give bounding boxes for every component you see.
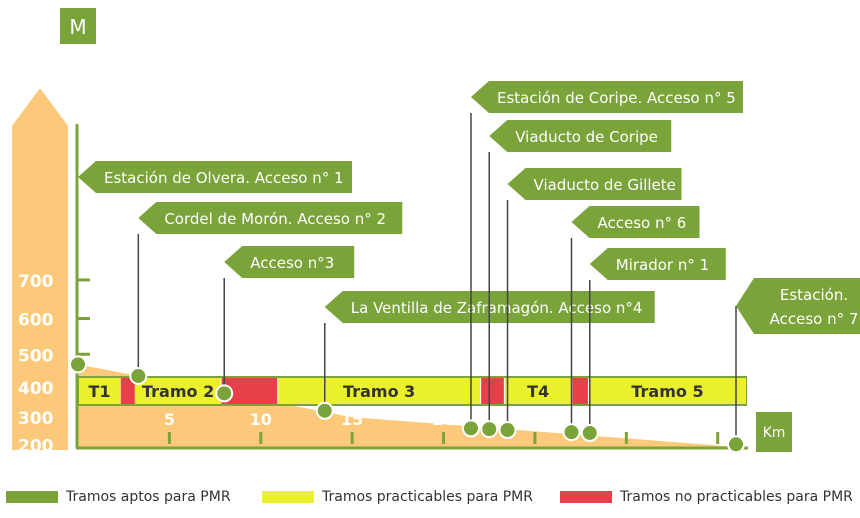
callout-box [571,206,700,238]
callout-label: Cordel de Morón. Acceso n° 2 [164,210,386,228]
segment-practicable [588,378,746,404]
callout: Estación de Olvera. Acceso n° 1 [69,161,352,374]
legend-swatch-practicable [262,491,314,503]
profile-point [461,419,480,438]
callout-box [78,161,352,193]
legend-item-apto: Tramos aptos para PMR [6,489,231,505]
x-axis-title: Km [763,425,786,441]
callout-label-line: Estación. [780,286,848,304]
x-tick-label: 5 [164,410,175,429]
legend-label-no-practicable: Tramos no practicables para PMR [620,489,853,505]
segment-label: Tramo 5 [631,382,703,401]
profile-point [215,384,234,403]
callout-label: Viaducto de Coripe [515,128,658,146]
legend-item-practicable: Tramos practicables para PMR [262,489,533,505]
profile-point [129,366,148,385]
profile-point [498,420,517,439]
segment-practicable [79,378,121,404]
segment-no_practicable [481,378,504,404]
segment-practicable [135,378,221,404]
x-tick-label: 20 [432,410,454,429]
callout-label: Acceso n°3 [250,254,334,272]
segment-practicable [278,378,481,404]
segment-no_practicable [572,378,588,404]
legend-swatch-no-practicable [560,491,612,503]
elevation-area [78,364,746,448]
profile-point [727,435,745,454]
segment-label: T1 [88,382,110,401]
profile-point [562,423,581,442]
segment-label: Tramo 2 [142,382,214,401]
segment-practicable [504,378,572,404]
x-tick-label: 15 [341,410,363,429]
y-tick-label: 600 [18,311,54,331]
x-tick-label: 25 [524,410,546,429]
callout-box [736,278,860,334]
callout-box [470,81,743,113]
callout: Acceso n°3 [215,246,355,403]
callout: Acceso n° 6 [562,206,700,442]
callout: Estación. Acceso n° 7 [727,278,860,454]
x-axis-title-box [756,412,792,452]
callout: Mirador n° 1 [580,248,726,442]
legend: Tramos aptos para PMR Tramos practicable… [0,489,860,511]
x-tick-label: 10 [250,410,272,429]
y-tick-label: 200 [18,436,54,456]
x-tick-label: 30 [615,410,637,429]
callout-box [138,202,403,234]
callout: Viaducto de Gillete [498,168,682,439]
profile-point [69,355,87,374]
callout-label: Mirador n° 1 [616,256,709,274]
segment-no_practicable [121,378,135,404]
callout-box [589,248,726,280]
y-tick-label: 100 [18,461,54,470]
y-tick-label: 500 [18,346,54,366]
callout: Estación de Coripe. Acceso n° 5 [461,81,743,438]
callout-label: Estación de Olvera. Acceso n° 1 [104,169,344,187]
callout-label: La Ventilla de Zaframagón. Acceso n°4 [351,299,643,317]
y-axis-arrow [12,88,68,450]
y-axis-title-box [60,8,96,44]
callout-label: Acceso n° 6 [598,214,687,232]
segment-label: T4 [527,382,549,401]
callout: Viaducto de Coripe [480,120,672,439]
x-tick-label: 35 [707,410,729,429]
legend-label-practicable: Tramos practicables para PMR [322,489,533,505]
profile-point [315,401,334,420]
legend-label-apto: Tramos aptos para PMR [66,489,231,505]
segment-label: Tramo 3 [343,382,415,401]
callout-box [507,168,682,200]
y-tick-label: 300 [18,409,54,429]
profile-point [580,423,599,442]
profile-point [480,420,499,439]
callout-label-line: Acceso n° 7 [770,310,859,328]
callout-box [224,246,355,278]
callout-label: Estación de Coripe. Acceso n° 5 [497,89,736,107]
y-tick-label: 400 [18,379,54,399]
y-axis-title-badge: M [60,8,96,44]
callout: Cordel de Morón. Acceso n° 2 [129,202,403,385]
y-tick-label: 700 [18,272,54,292]
legend-swatch-apto [6,491,58,503]
legend-item-no-practicable: Tramos no practicables para PMR [560,489,853,505]
y-axis-title: M [69,15,86,39]
x-axis-title-badge: Km [756,412,792,452]
elevation-profile-chart: 100 200 300 400 500 600 700 T1 Tramo 2 Tramo 3 T4… [12,8,860,470]
callout-label: Viaducto de Gillete [534,176,676,194]
callout-box [489,120,672,152]
